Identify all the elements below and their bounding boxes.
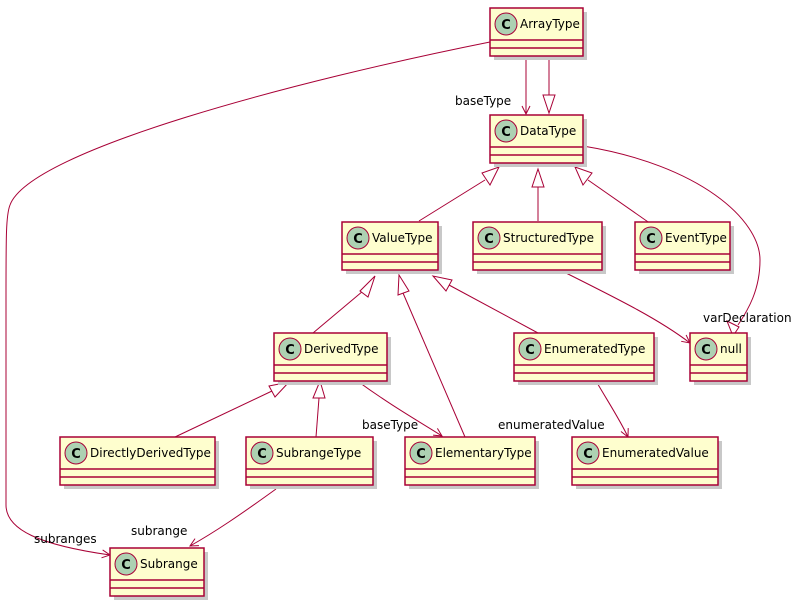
class-stereotype-letter: C — [501, 125, 511, 140]
edge-subrangetype-derived — [315, 397, 320, 438]
class-stereotype-circle-icon — [576, 441, 600, 465]
class-stereotype-letter: C — [583, 447, 593, 462]
class-name: SubrangeType — [276, 446, 361, 460]
class-stereotype-letter: C — [416, 447, 426, 462]
class-name: ValueType — [372, 231, 433, 245]
edge-subrangetype-subrange — [190, 488, 277, 546]
label-subrange: subrange — [131, 524, 187, 538]
class-array-type[interactable]: C ArrayType — [489, 7, 587, 60]
class-stereotype-letter: C — [525, 343, 535, 358]
class-value-type[interactable]: C ValueType — [341, 221, 442, 274]
edge-enumeratedtype-enumeratedvalue — [595, 380, 628, 437]
edge-elementarytype-valuetype — [402, 292, 466, 438]
class-stereotype-letter: C — [257, 447, 267, 462]
class-derived-type[interactable]: C DerivedType — [273, 332, 391, 385]
class-stereotype-circle-icon — [477, 226, 501, 250]
class-name: StructuredType — [503, 231, 594, 245]
class-stereotype-circle-icon — [278, 337, 302, 361]
class-directly-derived-type[interactable]: C DirectlyDerivedType — [59, 436, 219, 489]
edge-labels: baseType varDeclaration baseType enumera… — [34, 94, 792, 546]
class-name: DataType — [520, 124, 576, 138]
class-stereotype-circle-icon — [346, 226, 370, 250]
class-name: EnumeratedValue — [602, 446, 709, 460]
label-basetype-top: baseType — [455, 94, 511, 108]
edge-derivedtype-elementarytype — [355, 379, 442, 436]
class-stereotype-letter: C — [353, 232, 363, 247]
class-stereotype-circle-icon — [518, 337, 542, 361]
class-elementary-type[interactable]: C ElementaryType — [404, 436, 539, 489]
class-stereotype-circle-icon — [494, 119, 518, 143]
triangle-null-vardeclaration — [726, 319, 740, 338]
class-name: EventType — [665, 231, 727, 245]
class-name: DirectlyDerivedType — [90, 446, 211, 460]
edges — [5, 41, 761, 555]
triangle-eventtype-datatype — [574, 166, 593, 186]
triangle-arraytype-datatype — [542, 94, 556, 115]
label-subranges: subranges — [34, 532, 97, 546]
class-data-type[interactable]: C DataType — [489, 114, 587, 167]
triangle-structuredtype-datatype — [531, 167, 545, 188]
triangle-subrangetype-derived — [312, 379, 326, 399]
class-stereotype-circle-icon — [114, 552, 138, 576]
label-vardeclaration: varDeclaration — [703, 311, 792, 325]
class-name: null — [720, 342, 742, 356]
class-name: DerivedType — [304, 342, 379, 356]
class-stereotype-letter: C — [121, 558, 131, 573]
edge-enumeratedtype-valuetype — [448, 284, 539, 334]
label-basetype-derived: baseType — [362, 418, 418, 432]
triangle-elementarytype-valuetype — [397, 273, 410, 296]
class-stereotype-letter: C — [501, 18, 511, 33]
class-subrange-type[interactable]: C SubrangeType — [245, 436, 377, 489]
class-name: EnumeratedType — [544, 342, 645, 356]
class-stereotype-circle-icon — [409, 441, 433, 465]
class-stereotype-letter: C — [646, 232, 656, 247]
class-event-type[interactable]: C EventType — [634, 221, 734, 274]
edge-eventtype-datatype — [587, 179, 652, 225]
triangle-derivedtype-valuetype — [359, 275, 376, 298]
class-name: Subrange — [140, 557, 198, 571]
class-enumerated-value[interactable]: C EnumeratedValue — [571, 436, 722, 489]
class-enumerated-type[interactable]: C EnumeratedType — [513, 332, 658, 385]
edge-arraytype-subrange — [5, 41, 491, 555]
class-stereotype-circle-icon — [694, 337, 718, 361]
class-stereotype-letter: C — [484, 232, 494, 247]
class-structured-type[interactable]: C StructuredType — [472, 221, 606, 274]
edge-directlyderived-derived — [174, 390, 273, 438]
class-name: ElementaryType — [435, 446, 532, 460]
class-stereotype-circle-icon — [639, 226, 663, 250]
class-stereotype-letter: C — [701, 343, 711, 358]
triangle-valuetype-datatype — [481, 166, 501, 186]
label-enumeratedvalue: enumeratedValue — [498, 418, 605, 432]
edge-structuredtype-null — [565, 272, 690, 343]
edge-derivedtype-valuetype — [312, 290, 364, 334]
class-subrange[interactable]: C Subrange — [109, 547, 208, 600]
class-stereotype-circle-icon — [250, 441, 274, 465]
class-stereotype-letter: C — [71, 447, 81, 462]
class-stereotype-circle-icon — [494, 12, 518, 36]
class-stereotype-circle-icon — [64, 441, 88, 465]
class-name: ArrayType — [520, 17, 580, 31]
edge-valuetype-datatype — [418, 179, 486, 222]
triangle-enumeratedtype-valuetype — [431, 275, 453, 292]
edge-datatype-null — [582, 145, 761, 326]
class-stereotype-letter: C — [285, 343, 295, 358]
